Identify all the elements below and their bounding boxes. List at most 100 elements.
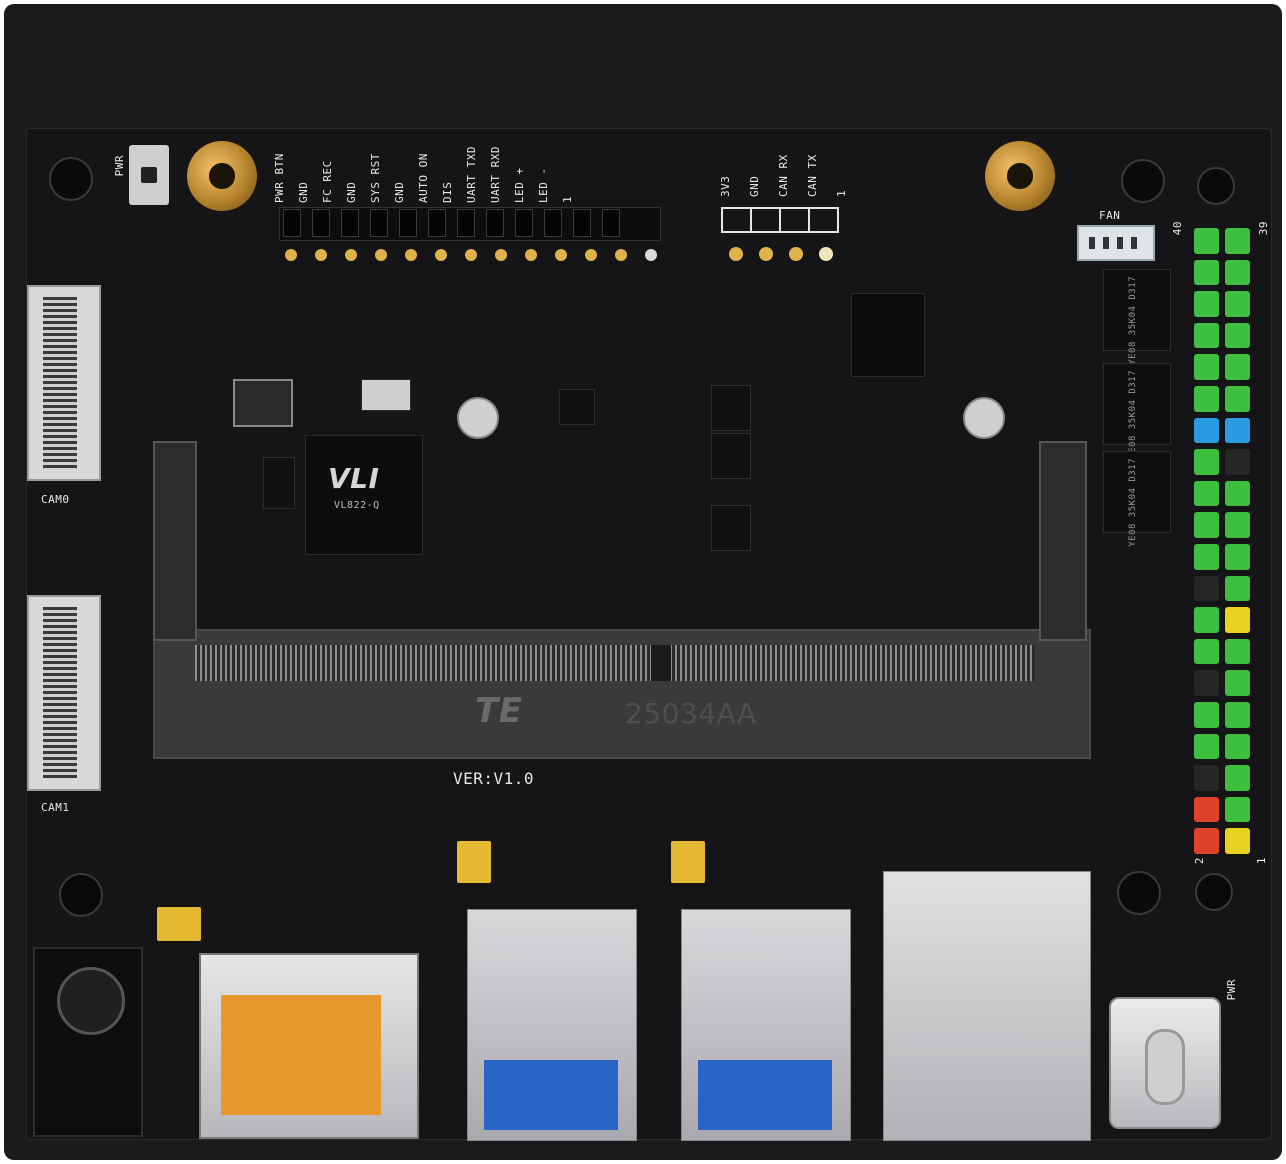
gpio-pin[interactable] — [1225, 796, 1250, 823]
header-pin-label-dis: DIS — [441, 181, 454, 203]
board-version-label: VER:V1.0 — [453, 769, 535, 788]
gpio-pin[interactable] — [1194, 228, 1219, 254]
camera-connector-cam0[interactable] — [27, 285, 101, 481]
header-pin-label-gnd: GND — [393, 181, 406, 203]
gpio-pin[interactable] — [1194, 828, 1219, 854]
header-pin-label-pwr-btn: PWR BTN — [273, 153, 286, 203]
gpio-pin[interactable] — [1225, 828, 1250, 854]
gpio-pin[interactable] — [1225, 322, 1250, 349]
can-header-solder-pads — [729, 247, 839, 263]
sodimm-key-notch — [651, 645, 671, 681]
can-header-labels: 3V3 GND CAN RX CAN TX 1 — [719, 133, 848, 197]
level-shifter-ic-1: YE08 35K04 D317 — [1103, 269, 1171, 365]
gpio-pin[interactable] — [1225, 417, 1250, 444]
carrier-board: PWR PWR BTN GND FC REC GND SYS RST GND A… — [26, 128, 1272, 1141]
gpio-pin[interactable] — [1194, 543, 1219, 570]
gpio-pin[interactable] — [1194, 417, 1219, 444]
can-header-outline[interactable] — [721, 207, 839, 233]
gpio-pin[interactable] — [1225, 638, 1250, 665]
top-header-labels: PWR BTN GND FC REC GND SYS RST GND AUTO … — [273, 133, 574, 203]
microsd-hdmi-connector[interactable] — [199, 953, 419, 1139]
gpio-pin[interactable] — [1194, 322, 1219, 349]
can-pin-label-can-tx: CAN TX — [806, 154, 819, 197]
header-pin-label-auto-on: AUTO ON — [417, 153, 430, 203]
mount-screw-top-left — [49, 157, 93, 201]
gpio-pin[interactable] — [1194, 385, 1219, 412]
sodimm-latch-right[interactable] — [1039, 441, 1087, 641]
gpio-pin[interactable] — [1225, 670, 1250, 696]
usb-c-power-port[interactable] — [1109, 997, 1221, 1129]
usb-hub-chip: VLI VL822-Q — [305, 435, 423, 555]
ic-mid-4 — [559, 389, 595, 425]
inductor — [233, 379, 293, 427]
mount-screw-bottom-left — [59, 873, 103, 917]
gpio-pin[interactable] — [1225, 512, 1250, 538]
usb-hub-chip-brand: VLI — [328, 462, 380, 495]
brass-standoff-right — [985, 141, 1055, 211]
can-pin-label-can-rx: CAN RX — [777, 154, 790, 197]
crystal-oscillator — [361, 379, 411, 411]
gpio-pin[interactable] — [1194, 259, 1219, 286]
camera-connector-cam1[interactable] — [27, 595, 101, 791]
gpio-pin[interactable] — [1194, 480, 1219, 507]
gpio-pin[interactable] — [1194, 575, 1219, 602]
gpio-pin[interactable] — [1194, 607, 1219, 633]
level-shifter-ic-2-marking: YE08 35K04 D317 — [1128, 370, 1138, 459]
gpio-pin[interactable] — [1194, 733, 1219, 760]
tantalum-cap-3 — [157, 907, 201, 941]
control-pin-row — [283, 209, 620, 237]
header-pin-label-uart-rxd: UART RXD — [489, 146, 502, 203]
gpio-pin[interactable] — [1194, 796, 1219, 823]
gpio-pin-39-label: 39 — [1257, 221, 1270, 236]
header-pin1-marker: 1 — [561, 195, 574, 203]
cam0-label: CAM0 — [41, 493, 70, 506]
ethernet-port[interactable] — [883, 871, 1091, 1141]
power-button[interactable] — [129, 145, 169, 205]
gpio-pin[interactable] — [1225, 733, 1250, 760]
gpio-pin[interactable] — [1194, 354, 1219, 380]
gpio-pin[interactable] — [1225, 259, 1250, 286]
gpio-pin[interactable] — [1225, 701, 1250, 728]
sodimm-latch-left[interactable] — [153, 441, 197, 641]
gpio-pin-40-label: 40 — [1171, 221, 1184, 236]
gpio-pin[interactable] — [1194, 449, 1219, 475]
gpio-pin[interactable] — [1225, 449, 1250, 475]
cam1-label: CAM1 — [41, 801, 70, 814]
header-pin-label-uart-txd: UART TXD — [465, 146, 478, 203]
gpio-pin[interactable] — [1194, 512, 1219, 538]
gpio-pin[interactable] — [1225, 228, 1250, 254]
ic-mid-1 — [711, 385, 751, 431]
header-pin-label-gnd: GND — [345, 181, 358, 203]
gpio-pin[interactable] — [1225, 354, 1250, 380]
dc-power-jack[interactable] — [33, 947, 143, 1137]
usb3-port-2[interactable] — [681, 909, 851, 1141]
gpio-pin[interactable] — [1225, 765, 1250, 791]
header-pin-label-led-plus: LED + — [513, 167, 526, 203]
can-pin-label-gnd: GND — [748, 175, 761, 197]
gpio-pin[interactable] — [1225, 575, 1250, 602]
gpio-pin[interactable] — [1225, 480, 1250, 507]
gpio-pin[interactable] — [1225, 291, 1250, 317]
gpio-pin[interactable] — [1225, 543, 1250, 570]
mount-hole-right-lower — [1195, 873, 1233, 911]
sodimm-socket[interactable]: TE 25034AA — [153, 629, 1091, 759]
pwr-led-label: PWR — [1225, 979, 1238, 1001]
gpio-pin[interactable] — [1194, 670, 1219, 696]
header-pin-label-fc-rec: FC REC — [321, 160, 334, 203]
gpio-pin[interactable] — [1194, 291, 1219, 317]
mount-screw-bottom-right — [1117, 871, 1161, 915]
enclosure: PWR PWR BTN GND FC REC GND SYS RST GND A… — [4, 4, 1282, 1160]
gpio-pin[interactable] — [1225, 385, 1250, 412]
gpio-pin[interactable] — [1194, 638, 1219, 665]
gpio-pin[interactable] — [1194, 765, 1219, 791]
usb3-port-1[interactable] — [467, 909, 637, 1141]
can-pin1-marker: 1 — [835, 189, 848, 197]
gpio-header-40pin[interactable] — [1191, 225, 1253, 857]
level-shifter-ic-2: YE08 35K04 D317 — [1103, 363, 1171, 459]
gpio-pin[interactable] — [1194, 701, 1219, 728]
fan-connector[interactable] — [1077, 225, 1155, 261]
gpio-pin[interactable] — [1225, 607, 1250, 633]
usb-hub-chip-model: VL822-Q — [334, 500, 380, 511]
socket-part-number: 25034AA — [625, 697, 757, 730]
module-mount-hole-left — [457, 397, 499, 439]
